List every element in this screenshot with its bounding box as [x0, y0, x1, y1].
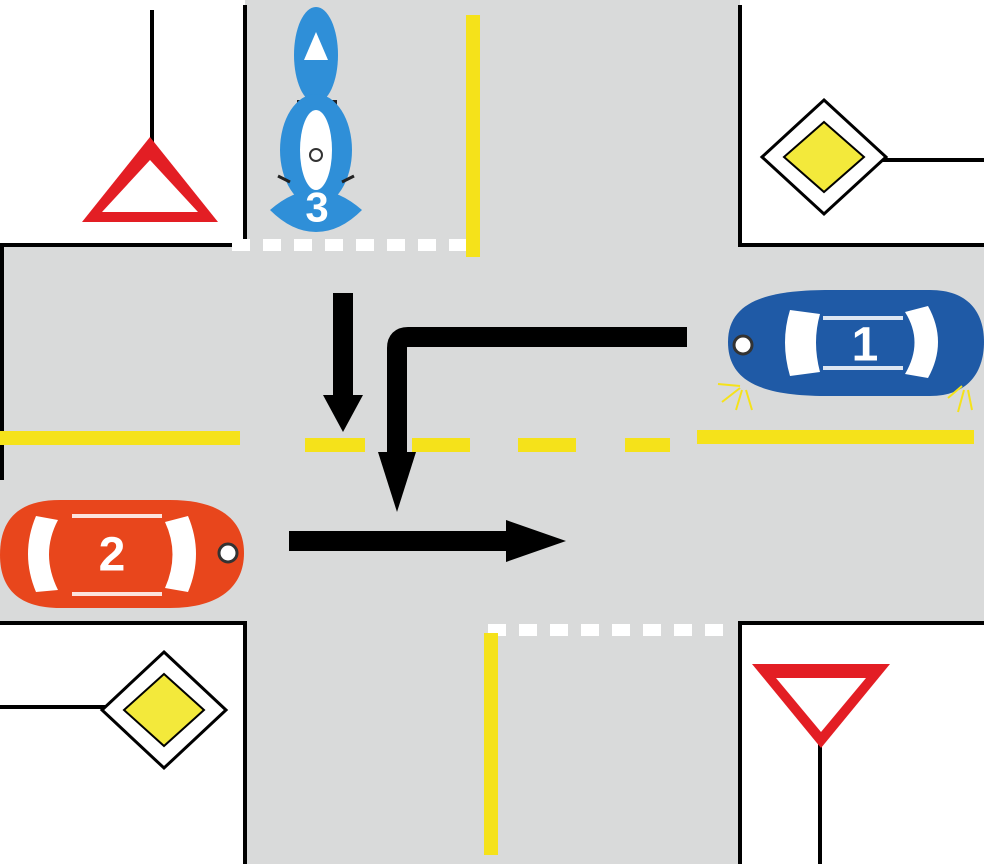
priority-road-sign-sw	[0, 649, 229, 771]
arrow-car-2-straight	[289, 520, 566, 562]
lane-markings	[0, 15, 974, 855]
turn-signal-icon	[717, 383, 973, 413]
car-2: 2	[0, 500, 244, 608]
car-1: 1	[717, 290, 984, 413]
arrow-car-1-left-turn	[378, 327, 687, 512]
yield-sign-se	[752, 664, 890, 864]
motorcycle-3: 3	[270, 7, 362, 232]
bmw-logo-icon	[217, 542, 239, 564]
motorcycle-3-label: 3	[305, 184, 328, 231]
arrow-motorcycle-straight	[323, 293, 363, 432]
bmw-logo-icon	[309, 148, 323, 162]
bmw-logo-icon	[732, 334, 754, 356]
car-1-label: 1	[852, 319, 879, 372]
priority-road-sign-ne	[759, 97, 984, 217]
car-2-label: 2	[99, 529, 126, 582]
give-way-triangle-sign	[82, 10, 218, 222]
